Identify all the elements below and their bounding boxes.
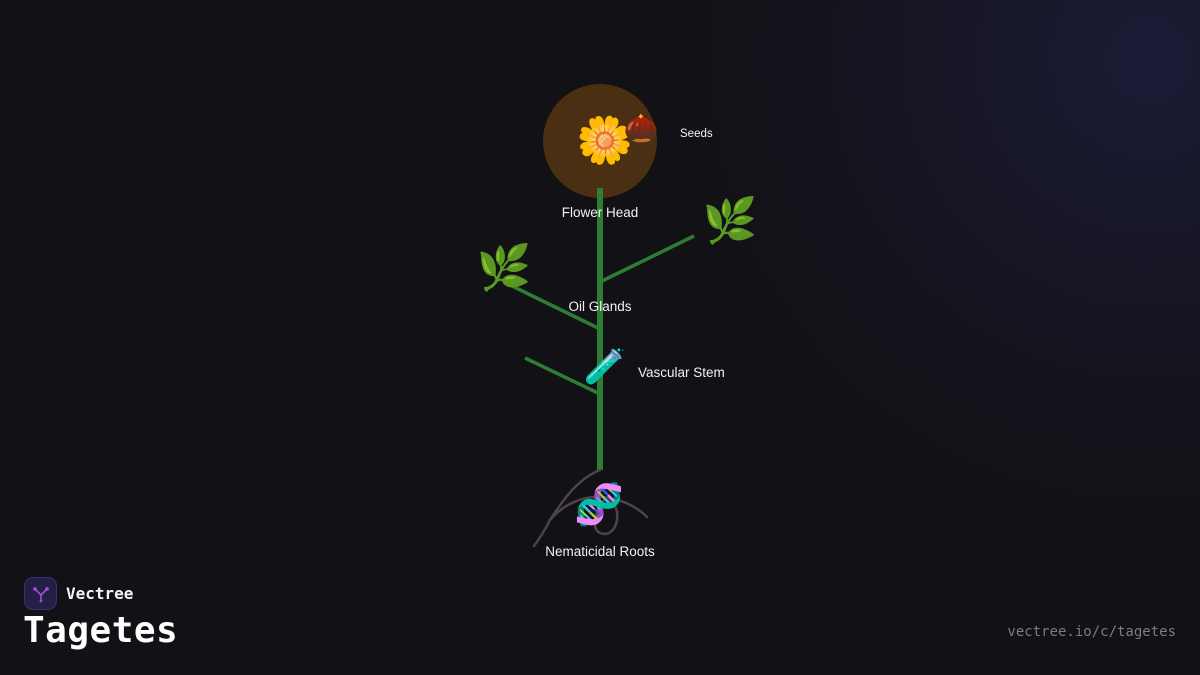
page-url[interactable]: vectree.io/c/tagetes — [1007, 624, 1176, 640]
brand[interactable]: Vectree — [24, 577, 133, 610]
page-title: Tagetes — [23, 610, 179, 651]
flower-head-icon: 🌼 — [576, 113, 633, 167]
roots — [532, 468, 649, 548]
branch-left-upper — [507, 282, 599, 330]
seeds-label[interactable]: Seeds — [680, 128, 713, 140]
flower-head-label[interactable]: Flower Head — [562, 205, 639, 220]
flower-head-circle[interactable] — [543, 84, 657, 198]
nematicidal-roots-icon: 🧬 — [574, 480, 624, 528]
vectree-logo-icon — [24, 577, 57, 610]
oil-glands-label[interactable]: Oil Glands — [568, 299, 631, 314]
brand-name: Vectree — [66, 584, 134, 603]
branch-left-lower — [524, 356, 599, 395]
vascular-stem-label[interactable]: Vascular Stem — [638, 365, 725, 380]
seeds-icon: 🌰 — [624, 112, 659, 145]
vascular-stem-icon: 🧪 — [584, 347, 626, 387]
nematicidal-roots-label[interactable]: Nematicidal Roots — [545, 544, 655, 559]
leaf-left-icon: 🌿 — [477, 243, 532, 294]
branch-right — [599, 234, 695, 284]
leaf-right-icon: 🌿 — [703, 196, 758, 247]
